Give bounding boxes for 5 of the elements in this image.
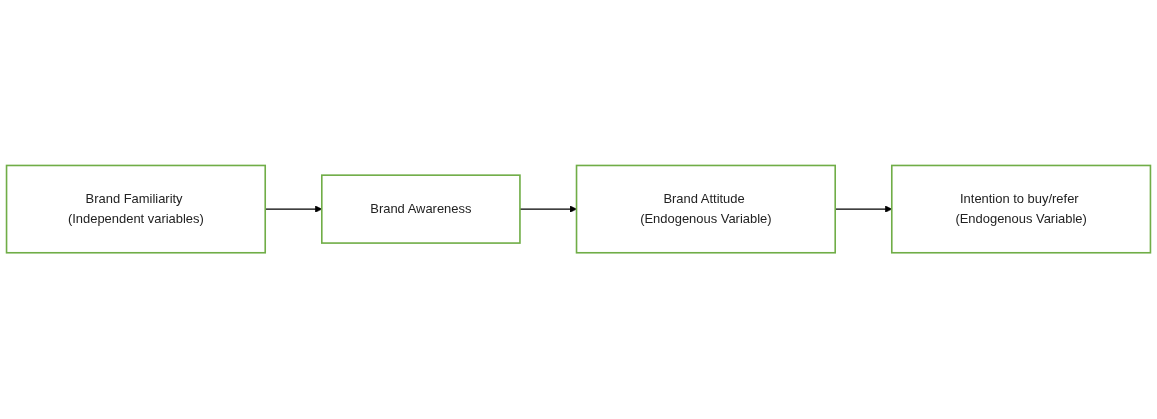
arrow: [519, 205, 577, 214]
node-box: Brand Familiarity (Independent variables): [5, 165, 267, 254]
node-box: Brand Awareness: [321, 174, 521, 245]
node-box: Intention to buy/refer (Endogenous Variable): [890, 165, 1152, 254]
node-box: Brand Attitude (Endogenous Variable): [575, 165, 836, 254]
